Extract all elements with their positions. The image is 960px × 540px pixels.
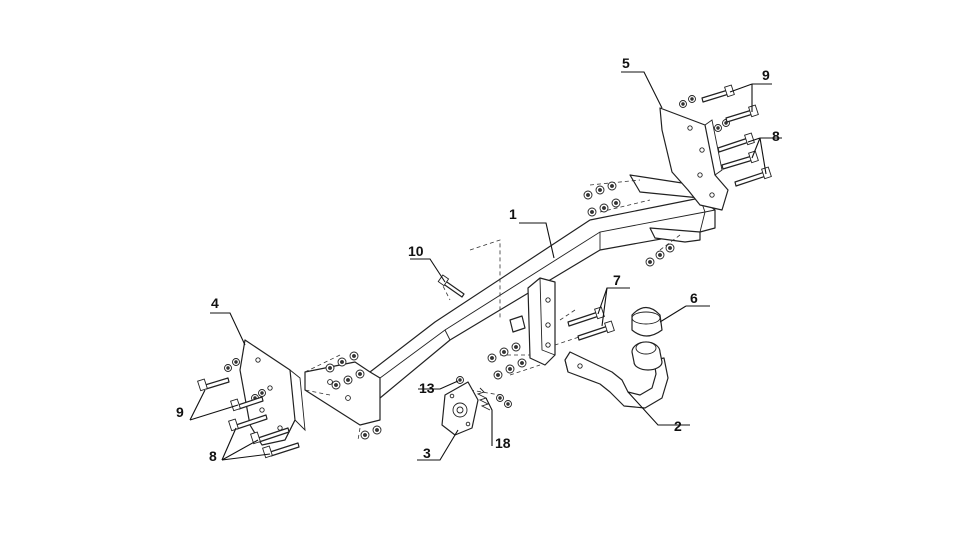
ball-cap-part-6 [631,306,663,337]
callout-10: 10 [408,243,424,259]
socket-plate-part-3 [441,376,479,436]
crossbeam-part-1 [304,174,716,426]
callout-1: 1 [509,206,517,222]
callout-9-right: 9 [762,67,770,83]
callout-5: 5 [622,55,630,71]
right-side-plate-part-5 [659,107,729,211]
left-side-plate-part-4 [239,339,306,446]
callout-9-left: 9 [176,404,184,420]
callout-6: 6 [690,290,698,306]
callout-4: 4 [211,295,219,311]
callout-8-left: 8 [209,448,217,464]
callout-18: 18 [495,435,511,451]
callout-labels: 1 2 3 4 5 6 7 8 8 9 9 10 13 18 [176,55,780,464]
callout-3: 3 [423,445,431,461]
ball-neck-part-2 [564,341,669,409]
spring-part-18 [476,387,512,411]
bolts [197,84,772,459]
callout-7: 7 [613,272,621,288]
nuts-washers [224,95,730,440]
leader-lines [189,71,782,461]
callout-13: 13 [419,380,435,396]
callout-2: 2 [674,418,682,434]
callout-8-right: 8 [772,128,780,144]
